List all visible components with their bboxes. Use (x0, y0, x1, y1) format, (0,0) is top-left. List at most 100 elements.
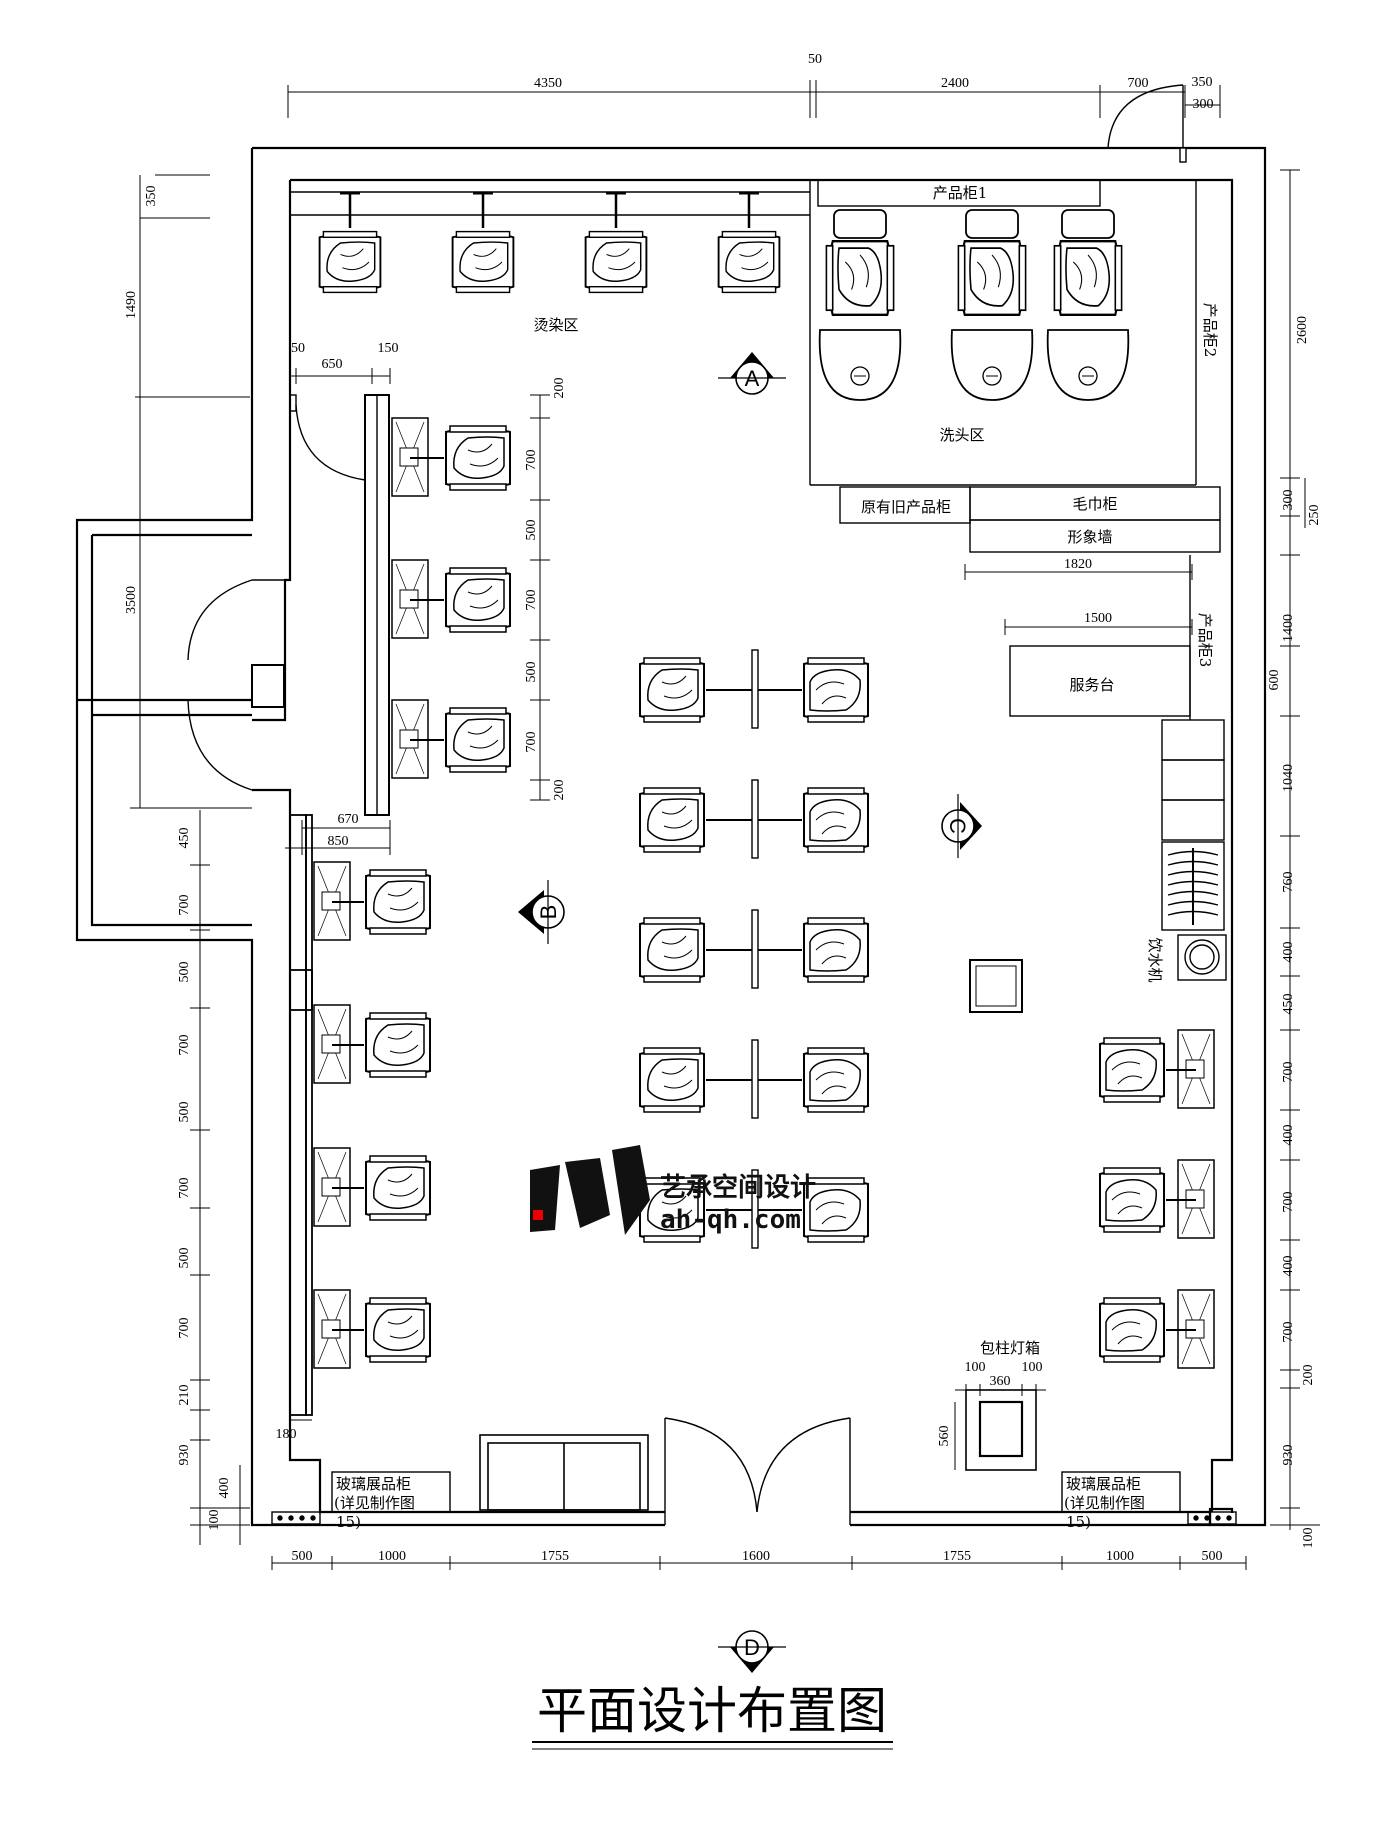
label-glass-cabinet-left-2: (详见制作图 (334, 1494, 415, 1512)
styling-stations-upper-left (391, 417, 511, 779)
dim-right-250: 250 (1307, 505, 1322, 526)
dim-bot-500b: 500 (1202, 1549, 1223, 1564)
dim-inner-180: 180 (276, 1427, 297, 1442)
dim-left-700d: 700 (177, 1318, 192, 1339)
section-marker-b-text: B (536, 905, 561, 920)
dim-col-700b: 700 (524, 590, 539, 611)
side-door (289, 394, 390, 816)
dim-left-3500: 3500 (124, 586, 139, 614)
dim-col-200a: 200 (552, 378, 567, 399)
dim-700-top: 700 (1128, 76, 1149, 91)
dim-bot-1600: 1600 (742, 1549, 770, 1564)
dim-bot-1755a: 1755 (541, 1549, 569, 1564)
top-right-door (1107, 84, 1187, 163)
dim-4350: 4350 (534, 76, 562, 91)
dim-left-350: 350 (144, 186, 159, 207)
dim-left-100: 100 (207, 1510, 222, 1531)
label-image-wall: 形象墙 (1067, 528, 1112, 546)
vestibule-doors (187, 579, 285, 791)
sofa (479, 1434, 649, 1511)
entrance-door (664, 1417, 851, 1525)
dim-2400: 2400 (941, 76, 969, 91)
section-marker-c-text: C (945, 818, 970, 834)
column (969, 959, 1023, 1013)
dim-door-650: 650 (322, 357, 343, 372)
right-cabinets (1161, 719, 1227, 981)
dim-left-930: 930 (177, 1445, 192, 1466)
label-product-cabinet-2: 产品柜2 (1201, 303, 1219, 358)
label-towel-cabinet: 毛巾柜 (1072, 495, 1117, 513)
bottom-dot-strips (271, 1511, 1237, 1525)
label-glass-cabinet-right-3: 15) (1066, 1513, 1091, 1531)
dim-right-2600: 2600 (1295, 316, 1310, 344)
dim-right-760: 760 (1281, 872, 1296, 893)
dim-box-360: 360 (990, 1374, 1011, 1389)
dim-inner-670: 670 (338, 812, 359, 827)
label-glass-cabinet-left-1: 玻璃展品柜 (336, 1475, 411, 1493)
dim-mid-1820: 1820 (1064, 557, 1092, 572)
label-old-product-cabinet: 原有旧产品柜 (861, 498, 951, 516)
dim-50: 50 (808, 52, 822, 67)
central-stations (639, 649, 869, 1249)
dim-left-400: 400 (217, 1478, 232, 1499)
label-product-cabinet-3: 产品柜3 (1196, 613, 1214, 668)
dim-box-100b: 100 (1022, 1360, 1043, 1375)
section-marker-c: C (941, 794, 982, 858)
dim-left-700a: 700 (177, 895, 192, 916)
dim-box-100a: 100 (965, 1360, 986, 1375)
dim-door-150: 150 (378, 341, 399, 356)
label-wash: 洗头区 (939, 426, 984, 444)
dim-right-700a: 700 (1281, 1062, 1296, 1083)
label-glass-cabinet-right-2: (详见制作图 (1064, 1494, 1145, 1512)
dim-right-100: 100 (1301, 1528, 1316, 1549)
styling-stations-right (1099, 1029, 1215, 1369)
label-product-cabinet-1: 产品柜1 (933, 184, 988, 202)
page-title: 平面设计布置图 (537, 1682, 887, 1740)
service-desk (1009, 555, 1191, 720)
dim-mid-1500: 1500 (1084, 611, 1112, 626)
dim-door-50: 50 (291, 341, 305, 356)
styling-stations-lower-left (313, 861, 431, 1369)
dim-left-210: 210 (177, 1385, 192, 1406)
dim-left-500a: 500 (177, 962, 192, 983)
label-glass-cabinet-left-3: 15) (336, 1513, 361, 1531)
perm-dye-strip (290, 180, 811, 485)
dim-right-1400: 1400 (1281, 614, 1296, 642)
dim-right-1040: 1040 (1281, 764, 1296, 792)
section-marker-d: D (718, 1630, 786, 1673)
glass-cabinets (331, 1471, 1181, 1513)
dim-bot-1000b: 1000 (1106, 1549, 1134, 1564)
watermark-site: ah-qh.com (660, 1205, 801, 1235)
dim-right-200: 200 (1301, 1365, 1316, 1386)
watermark-logo (530, 1145, 650, 1235)
dim-300-top: 300 (1193, 97, 1214, 112)
dim-bot-1755b: 1755 (943, 1549, 971, 1564)
dim-right-300: 300 (1281, 490, 1296, 511)
label-column-lightbox: 包柱灯箱 (980, 1339, 1040, 1357)
perm-dye-chairs (318, 191, 781, 294)
watermark-brand: 艺承空间设计 (660, 1172, 816, 1203)
watermark: 艺承空间设计 ah-qh.com (530, 1145, 816, 1235)
dim-left-700b: 700 (177, 1035, 192, 1056)
dim-inner-850: 850 (328, 834, 349, 849)
dimension-lines (130, 80, 1320, 1570)
dim-left-500c: 500 (177, 1248, 192, 1269)
dim-col-700c: 700 (524, 732, 539, 753)
dim-right-930: 930 (1281, 1445, 1296, 1466)
section-marker-d-text: D (744, 1635, 760, 1660)
section-marker-a: A (718, 352, 786, 395)
dim-right-700c: 700 (1281, 1322, 1296, 1343)
dim-bot-500a: 500 (292, 1549, 313, 1564)
wash-beds (818, 209, 1130, 401)
dim-box-560: 560 (937, 1426, 952, 1447)
dim-col-500a: 500 (524, 520, 539, 541)
towel-image-wall (839, 486, 1221, 553)
dimension-texts: 4350 50 2400 700 350 300 350 1490 3500 4… (124, 52, 1322, 1564)
dim-right-400c: 400 (1281, 1256, 1296, 1277)
dim-left-700c: 700 (177, 1178, 192, 1199)
label-glass-cabinet-right-1: 玻璃展品柜 (1066, 1475, 1141, 1493)
dim-left-500b: 500 (177, 1102, 192, 1123)
section-marker-b: B (518, 880, 565, 944)
column-inner (975, 965, 1017, 1007)
